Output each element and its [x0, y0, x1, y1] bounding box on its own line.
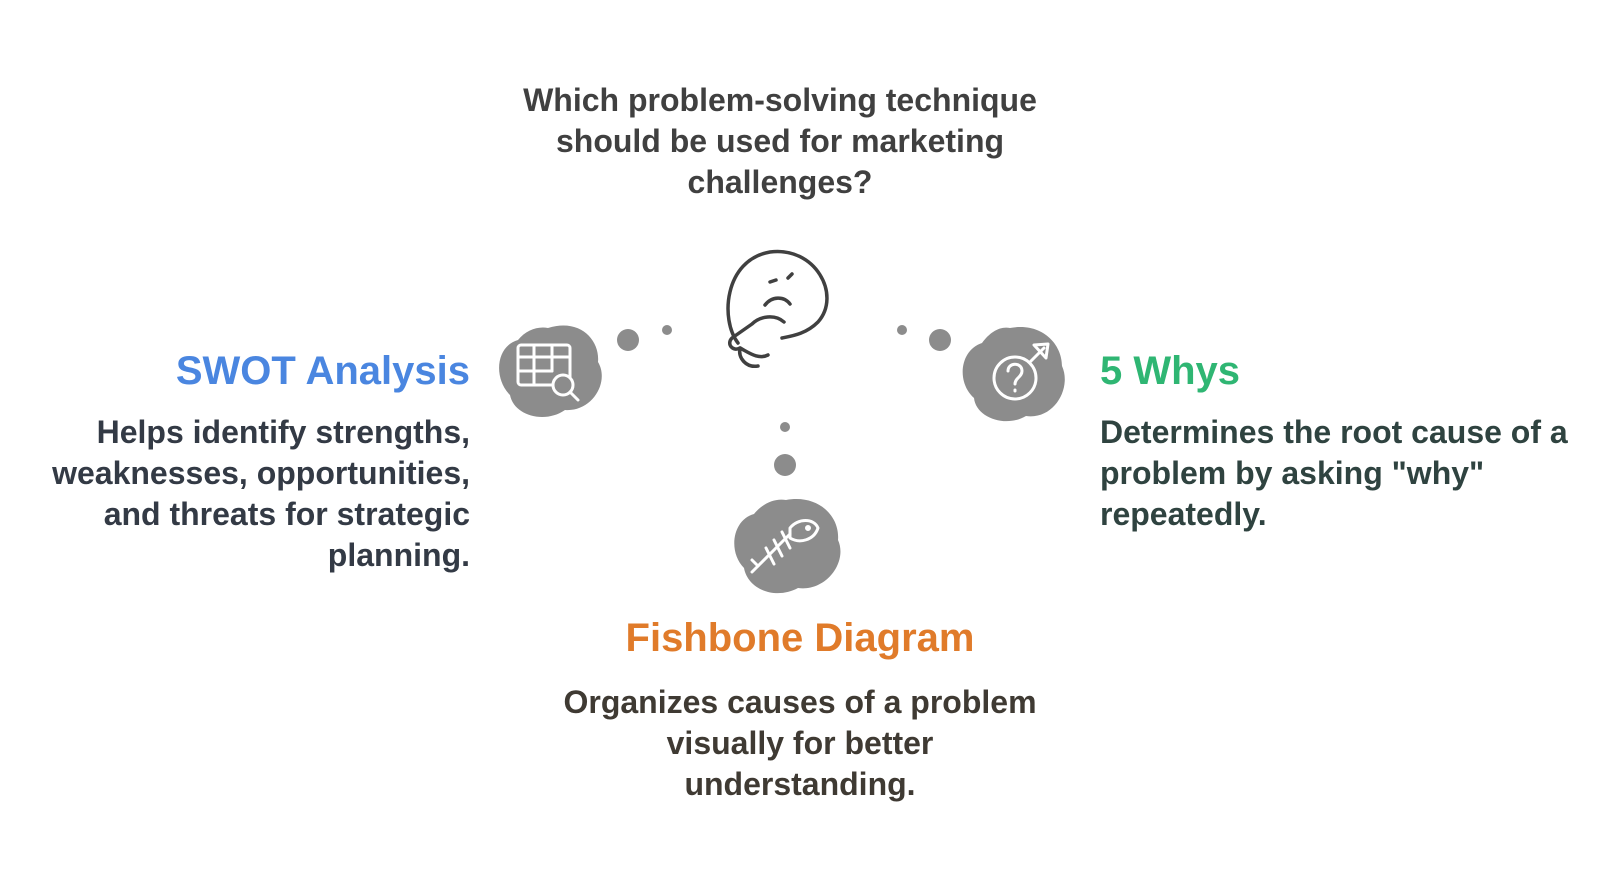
five-whys-title: 5 Whys [1100, 349, 1241, 393]
fishbone-description: Organizes causes of a problem visually f… [563, 684, 1037, 802]
question-heading: Which problem-solving technique should b… [523, 82, 1037, 200]
question-target-icon [962, 326, 1065, 422]
swot-title: SWOT Analysis [175, 349, 470, 393]
swot-table-search-icon [499, 325, 602, 418]
connector-dots [617, 325, 951, 476]
fishbone-icon [734, 499, 841, 594]
five-whys-description: Determines the root cause of a problem b… [1100, 414, 1568, 532]
thinking-face-icon [726, 249, 829, 368]
fishbone-title: Fishbone Diagram [625, 616, 975, 660]
swot-description: Helps identify strengths, weaknesses, op… [52, 414, 470, 573]
